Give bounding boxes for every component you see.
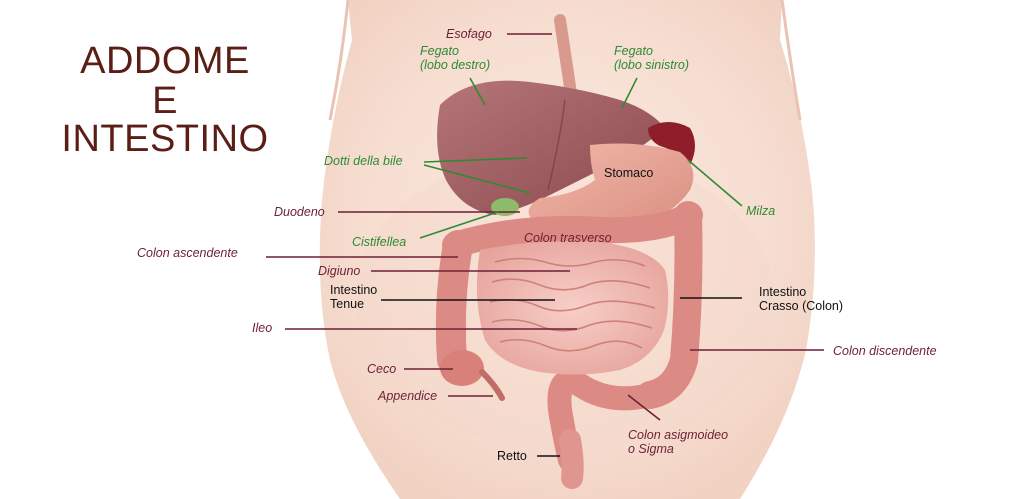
descending-colon (636, 201, 703, 409)
stomach (528, 143, 694, 230)
label-cistifellea: Cistifellea (352, 235, 407, 249)
label-appendice: Appendice (378, 389, 438, 403)
rectum (559, 429, 584, 489)
label-intestino-tenue-1: Intestino (330, 283, 378, 297)
label-colon-ascendente: Colon ascendente (137, 246, 238, 260)
label-colon-sigma-2: o Sigma (628, 442, 674, 456)
cecum (440, 350, 484, 386)
label-fegato-dx-1: Fegato (420, 44, 459, 58)
right-arm-edge (780, 0, 802, 121)
label-fegato-sx-1: Fegato (614, 44, 653, 58)
label-ceco: Ceco (367, 362, 397, 376)
label-stomaco: Stomaco (604, 166, 654, 180)
label-intestino-tenue-2: Tenue (330, 297, 365, 311)
transverse-colon (442, 202, 703, 258)
label-intestino-crasso-1: Intestino (759, 285, 807, 299)
label-esofago: Esofago (446, 27, 492, 41)
small-intestine (476, 241, 669, 375)
label-duodeno: Duodeno (274, 205, 325, 219)
label-colon-discendente: Colon discendente (833, 344, 937, 358)
label-colon-sigma-1: Colon asigmoideo (628, 428, 729, 442)
label-dotti-bile: Dotti della bile (324, 154, 403, 168)
label-digiuno: Digiuno (318, 264, 361, 278)
title-line-1: ADDOME (80, 40, 250, 82)
spleen (648, 122, 695, 165)
left-arm-edge (328, 0, 350, 121)
leader-lines (266, 33, 824, 457)
label-fegato-sx-2: (lobo sinistro) (614, 58, 690, 72)
appendix (479, 369, 505, 401)
ascending-colon (435, 230, 473, 375)
title-line-2: E (152, 80, 178, 122)
liver (437, 80, 665, 215)
label-ileo: Ileo (252, 321, 273, 335)
label-milza: Milza (746, 204, 776, 218)
label-fegato-dx-2: (lobo destro) (420, 58, 491, 72)
label-retto: Retto (497, 449, 527, 463)
label-colon-trasverso: Colon trasverso (524, 231, 612, 245)
label-intestino-crasso-2: Crasso (Colon) (759, 299, 844, 313)
liver-division (547, 99, 566, 191)
title-line-3: INTESTINO (61, 118, 269, 160)
